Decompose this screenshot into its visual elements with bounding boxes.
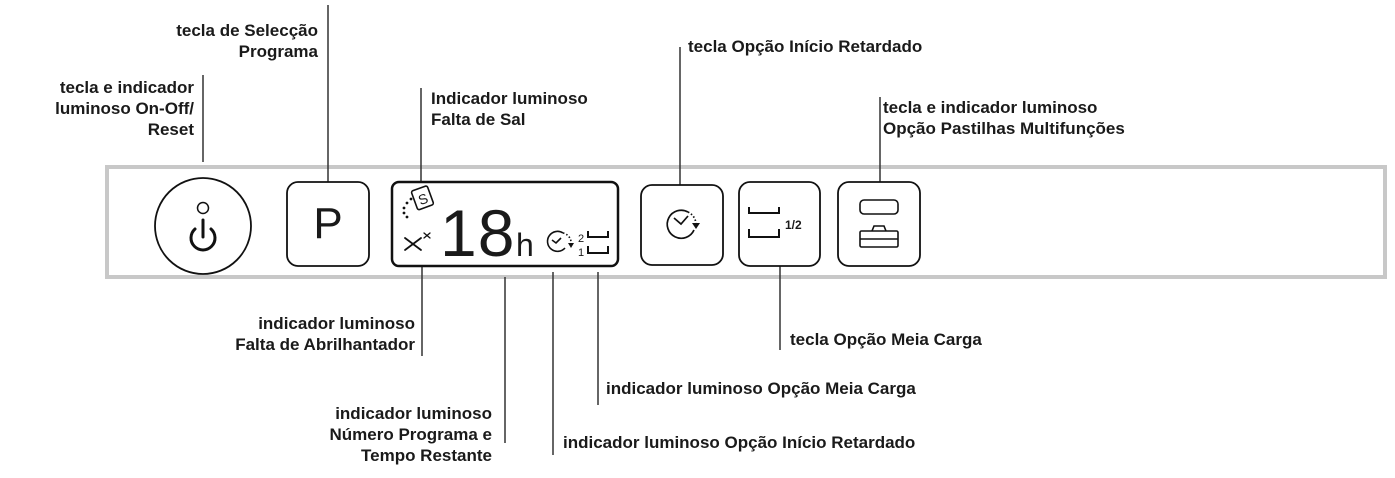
multitab-indicator-light <box>859 199 899 215</box>
label-multitab: tecla e indicador luminoso Opção Pastilh… <box>883 98 1125 138</box>
multitab-button[interactable] <box>837 181 921 267</box>
half-load-indicator-icon <box>587 231 609 254</box>
on-off-indicator-light <box>196 201 210 215</box>
label-program-select: tecla de Selecção Programa <box>176 21 318 61</box>
salt-indicator-icon: S <box>402 185 435 219</box>
tier-top-number: 2 <box>578 233 584 245</box>
tier-bottom-number: 1 <box>578 247 584 259</box>
power-icon <box>189 218 217 252</box>
half-load-key-icon <box>748 207 780 238</box>
label-delay-key: tecla Opção Início Retardado <box>688 37 923 56</box>
display-hours-unit: h <box>516 227 534 263</box>
label-program-number-indicator: indicador luminoso Número Programa e Tem… <box>329 404 493 465</box>
leader-lines <box>202 5 881 455</box>
half-load-key-text: 1/2 <box>785 218 802 232</box>
label-on-off-reset: tecla e indicador luminoso On-Off/ Reset <box>55 78 194 139</box>
label-rinse-aid-indicator: indicador luminoso Falta de Abrilhantado… <box>235 314 415 354</box>
delay-indicator-icon <box>546 230 574 253</box>
display-digits: 18 <box>440 196 515 270</box>
label-half-load-key: tecla Opção Meia Carga <box>790 330 982 349</box>
multitab-icon <box>859 225 899 248</box>
panel-frame <box>105 165 1387 279</box>
label-delay-indicator: indicador luminoso Opção Início Retardad… <box>563 433 916 452</box>
label-salt-indicator: Indicador luminoso Falta de Sal <box>431 89 588 129</box>
half-load-button[interactable]: 1/2 <box>738 181 821 267</box>
program-key-letter: P <box>313 199 342 248</box>
rinse-aid-indicator-icon <box>404 232 431 251</box>
delay-clock-icon <box>666 209 700 240</box>
on-off-reset-button[interactable] <box>154 177 252 275</box>
display-screen: S 18 h 2 1 <box>390 180 620 270</box>
label-half-load-indicator: indicador luminoso Opção Meia Carga <box>606 379 916 398</box>
delay-start-button[interactable] <box>640 184 724 266</box>
program-select-button[interactable]: P <box>286 181 370 267</box>
